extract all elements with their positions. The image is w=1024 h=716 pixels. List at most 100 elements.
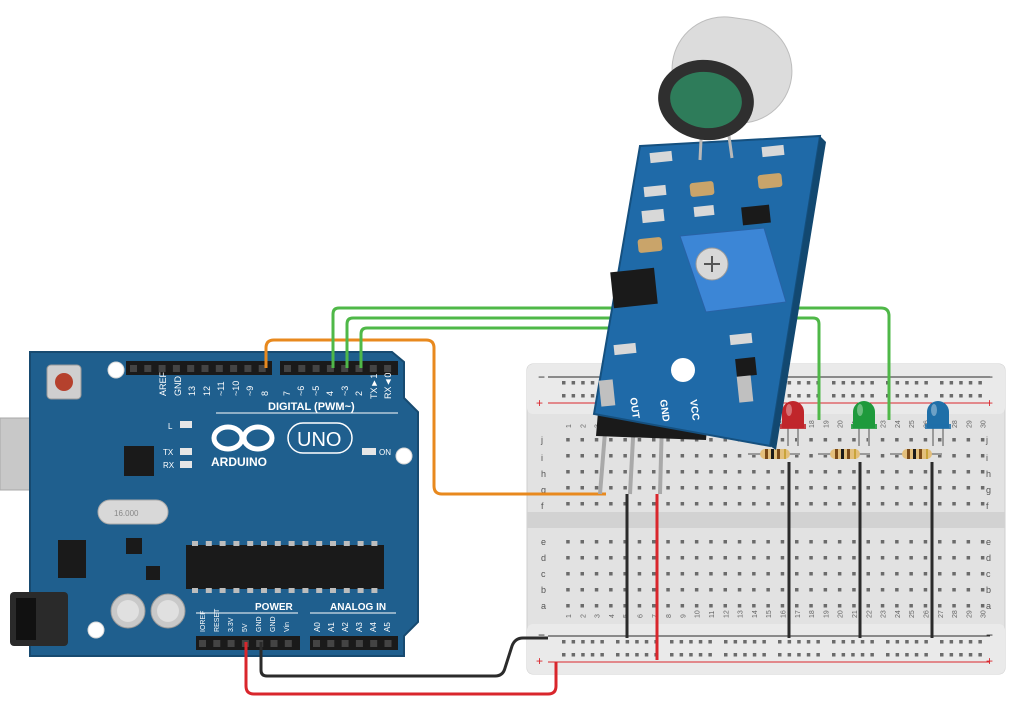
grid-hole xyxy=(709,502,713,506)
grid-hole xyxy=(880,588,885,592)
grid-hole xyxy=(623,486,627,490)
rail-hole xyxy=(940,640,944,644)
grid-hole xyxy=(594,588,599,592)
column-number: 27 xyxy=(938,610,945,618)
grid-hole xyxy=(780,540,785,544)
rail-hole xyxy=(581,653,585,657)
grid-hole xyxy=(666,486,670,490)
module-mount-hole xyxy=(671,358,695,382)
resistor[interactable] xyxy=(818,449,870,459)
wire-green-pin2[interactable] xyxy=(359,326,620,368)
resistor[interactable] xyxy=(890,449,942,459)
grid-hole xyxy=(737,502,742,506)
wire-green-pin4[interactable] xyxy=(331,306,891,420)
grid-hole xyxy=(852,470,856,474)
grid-hole xyxy=(795,572,799,576)
grid-hole xyxy=(966,438,971,442)
rail-hole xyxy=(698,640,703,644)
rail-hole xyxy=(851,653,855,657)
grid-hole xyxy=(780,470,785,474)
grid-hole xyxy=(909,588,913,592)
grid-hole xyxy=(809,486,813,490)
grid-hole xyxy=(809,470,813,474)
column-number: 19 xyxy=(823,420,830,428)
resistors xyxy=(748,449,942,459)
column-number: 22 xyxy=(866,610,873,618)
grid-hole xyxy=(895,588,899,592)
grid-hole xyxy=(895,572,899,576)
grid-hole xyxy=(623,572,627,576)
rail-hole xyxy=(600,653,604,657)
grid-hole xyxy=(580,438,584,442)
grid-hole xyxy=(966,604,971,608)
column-number: 24 xyxy=(895,420,902,428)
column-number: 8 xyxy=(666,614,673,618)
grid-hole xyxy=(880,604,885,608)
grid-hole xyxy=(694,470,699,474)
wire-red-5v[interactable] xyxy=(244,642,558,696)
grid-hole xyxy=(623,604,627,608)
grid-hole xyxy=(923,540,928,544)
grid-hole xyxy=(980,588,985,592)
grid-hole xyxy=(852,604,856,608)
column-number: 16 xyxy=(781,610,788,618)
wire-green-pin3[interactable] xyxy=(345,316,821,420)
led-red[interactable] xyxy=(780,401,806,446)
grid-hole xyxy=(966,486,971,490)
rail-hole xyxy=(886,640,890,644)
grid-hole xyxy=(823,540,828,544)
column-number: 1 xyxy=(566,614,573,618)
rail-hole xyxy=(870,653,874,657)
grid-hole xyxy=(909,540,913,544)
grid-hole xyxy=(637,470,642,474)
rail-hole xyxy=(571,640,576,644)
grid-hole xyxy=(752,588,756,592)
svg-text:~3: ~3 xyxy=(340,386,350,396)
rail-hole xyxy=(752,653,757,657)
grid-hole xyxy=(938,486,942,490)
grid-hole xyxy=(866,470,870,474)
resistor[interactable] xyxy=(748,449,800,459)
grid-hole xyxy=(938,604,942,608)
rail-hole xyxy=(689,653,693,657)
svg-text:3.3V: 3.3V xyxy=(228,617,235,632)
svg-text:d: d xyxy=(986,553,991,563)
rail-hole xyxy=(787,381,792,385)
grid-hole xyxy=(866,588,870,592)
svg-text:GND: GND xyxy=(256,616,263,632)
grid-hole xyxy=(837,604,842,608)
grid-hole xyxy=(652,438,656,442)
rail-hole xyxy=(832,394,836,398)
rail-hole xyxy=(860,394,865,398)
grid-hole xyxy=(852,502,856,506)
rail-hole xyxy=(816,640,820,644)
grid-hole xyxy=(752,502,756,506)
svg-text:RESET: RESET xyxy=(214,608,221,632)
led-blue[interactable] xyxy=(925,401,951,446)
column-number: 29 xyxy=(966,610,973,618)
grid-hole xyxy=(723,604,727,608)
grid-hole xyxy=(809,604,813,608)
led-green[interactable] xyxy=(851,401,877,446)
rail-hole xyxy=(644,653,649,657)
grid-hole xyxy=(980,454,985,458)
rail-hole xyxy=(841,394,846,398)
grid-hole xyxy=(666,438,670,442)
potentiometer-icon[interactable] xyxy=(679,227,787,313)
voltage-regulator xyxy=(58,540,86,578)
grid-hole xyxy=(837,540,842,544)
grid-hole xyxy=(823,470,828,474)
grid-hole xyxy=(694,588,699,592)
grid-hole xyxy=(680,556,685,560)
rail-hole xyxy=(949,394,954,398)
digital-pwm-label: DIGITAL (PWM~) xyxy=(268,401,355,413)
wire-orange[interactable] xyxy=(264,338,606,496)
svg-text:a: a xyxy=(541,601,546,611)
svg-text:A0: A0 xyxy=(313,622,322,632)
rail-plus-label: + xyxy=(536,396,543,410)
grid-hole xyxy=(694,454,699,458)
wire-black-gnd[interactable] xyxy=(259,636,548,678)
row-letters-right: j i h g f e d c b a xyxy=(985,435,991,611)
grid-hole xyxy=(623,438,627,442)
grid-hole xyxy=(766,588,770,592)
